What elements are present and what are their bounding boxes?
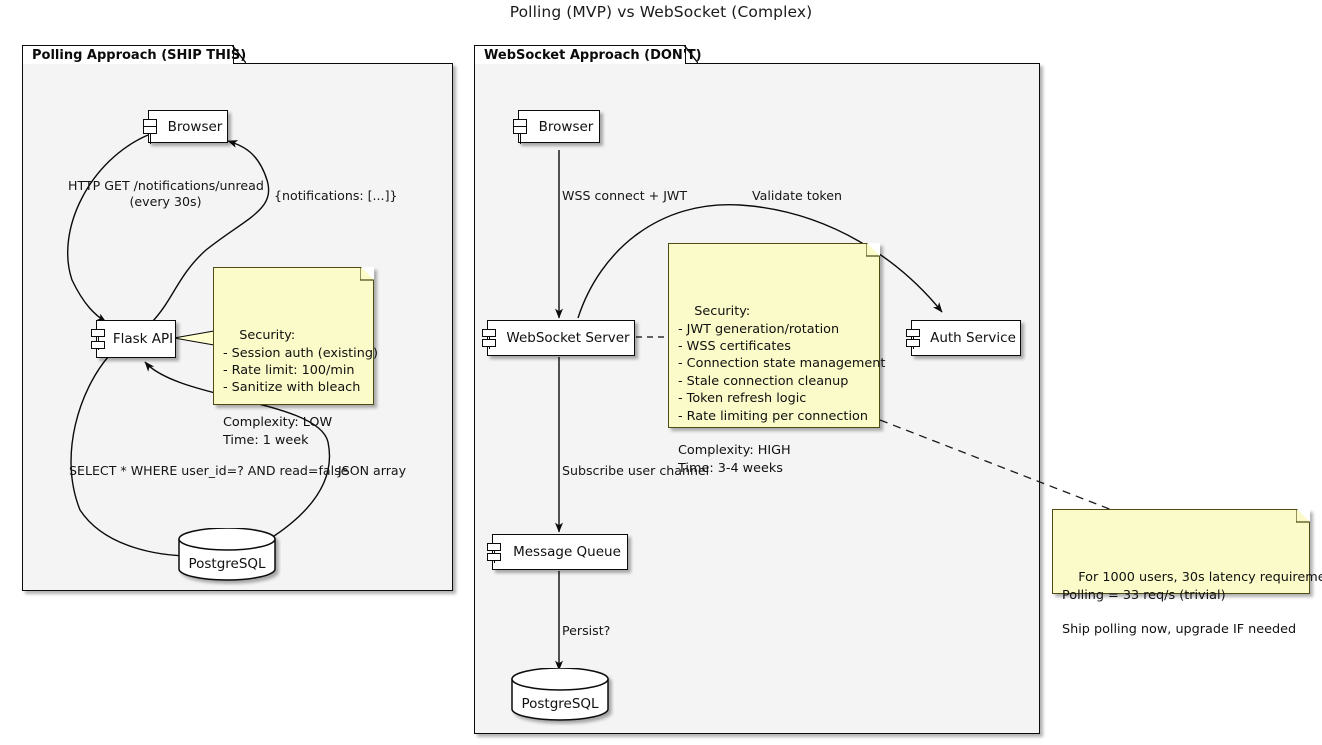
edge-label-json-array: JSON array: [338, 463, 407, 478]
note-summary: For 1000 users, 30s latency requirement:…: [1052, 509, 1322, 637]
package-websocket-header: WebSocket Approach (DON'T): [474, 44, 702, 64]
database-label: PostgreSQL: [188, 556, 266, 572]
component-icon-bottom: [513, 126, 527, 134]
edge-label-http-get: HTTP GET /notifications/unread (every 30…: [68, 178, 264, 210]
database-cylinder-icon: [511, 667, 609, 721]
diagram-title: Polling (MVP) vs WebSocket (Complex): [509, 3, 813, 21]
package-tab-fold-icon: [232, 44, 246, 63]
note-polling-security: Security: - Session auth (existing) - Ra…: [213, 267, 378, 448]
edge-label-subscribe-channel: Subscribe user channel: [562, 463, 710, 478]
note-dogear-icon: [361, 267, 374, 280]
component-label: Message Queue: [513, 544, 621, 560]
component-icon-bottom: [482, 339, 496, 347]
component-icon-bottom: [487, 553, 501, 561]
database-postgresql[interactable]: PostgreSQL: [177, 527, 277, 581]
component-icon-top: [482, 329, 496, 337]
component-icon-top: [906, 329, 920, 337]
note-dogear-icon: [1297, 509, 1310, 522]
component-message-queue[interactable]: Message Queue: [487, 534, 628, 570]
component-icon-bottom: [906, 339, 920, 347]
edge-label-line1: HTTP GET /notifications/unread: [68, 178, 264, 193]
component-auth-service[interactable]: Auth Service: [906, 320, 1021, 356]
component-label: Auth Service: [930, 330, 1016, 346]
note-websocket-text: Security: - JWT generation/rotation - WS…: [678, 304, 886, 476]
note-summary-text: For 1000 users, 30s latency requirement:…: [1062, 570, 1322, 638]
component-websocket-server[interactable]: WebSocket Server: [482, 320, 635, 356]
database-cylinder-icon: [178, 527, 276, 581]
database-label: PostgreSQL: [521, 696, 599, 712]
note-websocket-security: Security: - JWT generation/rotation - WS…: [668, 243, 885, 476]
package-polling-title: Polling Approach (SHIP THIS): [32, 47, 247, 63]
component-icon-top: [487, 543, 501, 551]
note-fold-icon: [360, 267, 373, 281]
component-label: Browser: [167, 118, 223, 135]
component-icon-bottom: [91, 341, 105, 349]
component-icon-bar: [98, 330, 100, 350]
edge-label-persist: Persist?: [562, 623, 611, 638]
database-ws-postgresql[interactable]: PostgreSQL: [510, 667, 610, 721]
note-fold-icon: [1296, 509, 1309, 523]
note-dogear-icon: [867, 243, 880, 256]
package-tab-fold-icon: [684, 44, 698, 63]
package-websocket-title: WebSocket Approach (DON'T): [484, 47, 702, 63]
edge-label-select-query: SELECT * WHERE user_id=? AND read=false: [69, 463, 349, 478]
note-fold-icon: [866, 243, 879, 257]
component-flask-api[interactable]: Flask API: [91, 320, 176, 358]
edge-label-line2: (every 30s): [129, 194, 202, 209]
component-icon-bottom: [143, 126, 157, 134]
component-icon-top: [91, 329, 105, 337]
edge-label-validate-token: Validate token: [752, 188, 842, 203]
component-label: Browser: [538, 118, 594, 135]
component-ws-browser[interactable]: Browser: [513, 110, 600, 144]
component-label: WebSocket Server: [506, 330, 630, 346]
package-polling-header: Polling Approach (SHIP THIS): [22, 44, 246, 64]
edge-label-notifications-payload: {notifications: [...]}: [274, 188, 398, 203]
component-label: Flask API: [112, 331, 174, 347]
component-browser[interactable]: Browser: [143, 110, 228, 144]
edge-label-wss-connect: WSS connect + JWT: [562, 188, 688, 203]
note-polling-text: Security: - Session auth (existing) - Ra…: [223, 328, 378, 448]
